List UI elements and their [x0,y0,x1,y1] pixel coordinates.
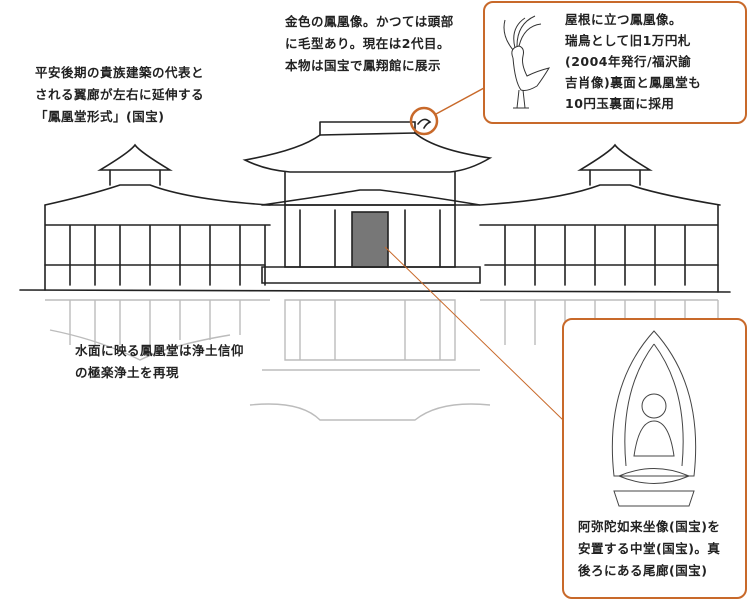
phoenix-hall-building [19,118,731,293]
note-line: の極楽浄土を再現 [75,365,180,380]
phoenix-callout: 屋根に立つ鳳凰像。 瑞鳥として旧1万円札 (2004年発行/福沢諭 吉肖像)裏面… [483,1,747,124]
callout-line: 安置する中堂(国宝)。真 [578,541,721,556]
note-line: 水面に映る鳳凰堂は浄土信仰 [75,343,245,358]
amida-buddha-icon [611,330,697,507]
phoenix-bird-icon [503,15,551,109]
note-line: に毛型あり。現在は2代目。 [285,36,450,51]
wings-note: 平安後期の貴族建築の代表と される翼廊が左右に延伸する 「鳳凰堂形式」(国宝) [35,62,204,128]
leader-lines [384,87,564,421]
reflection-note: 水面に映る鳳凰堂は浄土信仰 の極楽浄土を再現 [75,340,244,384]
note-line: 本物は国宝で鳳翔館に展示 [285,58,442,73]
callout-line: 阿弥陀如来坐像(国宝)を [578,519,721,534]
callout-line: 後ろにある尾廊(国宝) [578,563,708,578]
note-line: 金色の鳳凰像。かつては頭部 [285,14,454,29]
note-line: される翼廊が左右に延伸する [35,87,205,102]
phoenix-statue-note: 金色の鳳凰像。かつては頭部 に毛型あり。現在は2代目。 本物は国宝で鳳翔館に展示 [285,11,454,77]
callout-line: 吉肖像)裏面と鳳凰堂も [565,75,702,90]
callout-line: (2004年発行/福沢諭 [565,54,692,69]
callout-line: 屋根に立つ鳳凰像。 [565,12,683,27]
phoenix-highlight-circle [409,106,439,136]
callout-line: 瑞鳥として旧1万円札 [565,33,691,48]
callout-line: 10円玉裏面に採用 [565,96,675,111]
note-line: 「鳳凰堂形式」(国宝) [35,109,165,124]
amida-callout: 阿弥陀如来坐像(国宝)を 安置する中堂(国宝)。真 後ろにある尾廊(国宝) [562,318,747,599]
note-line: 平安後期の貴族建築の代表と [35,65,205,80]
